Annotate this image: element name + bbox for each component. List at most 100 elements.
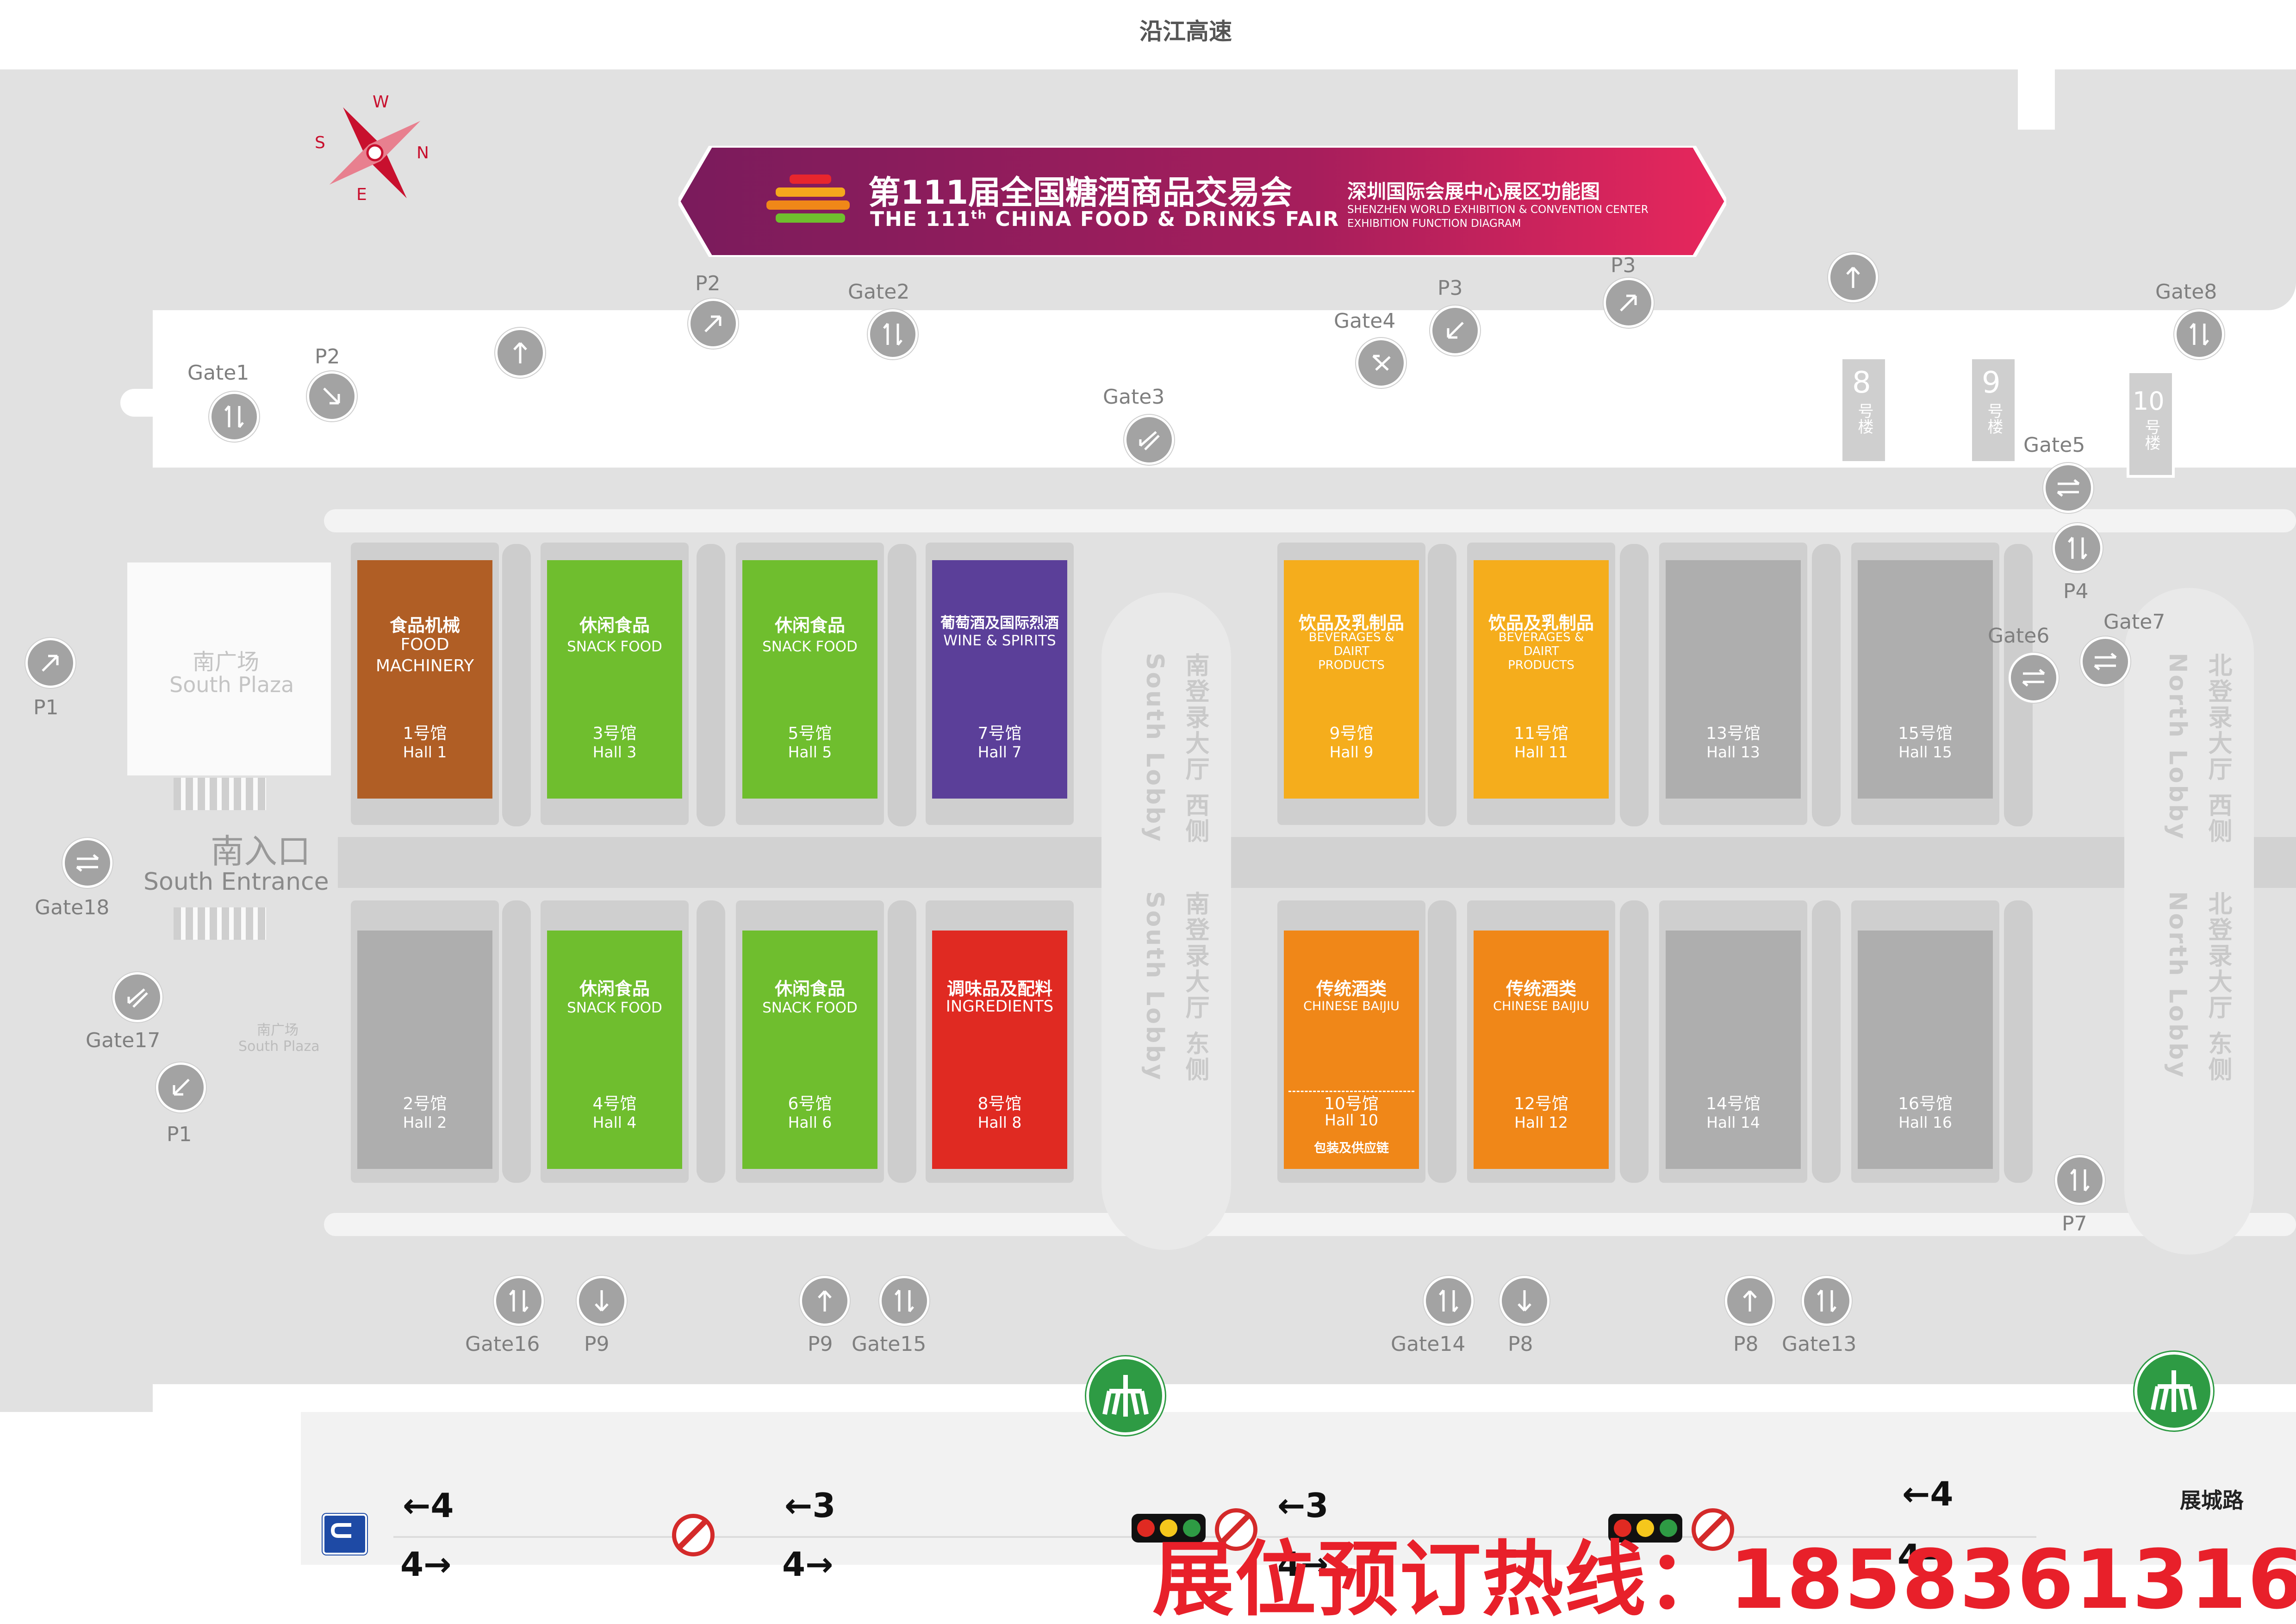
hall-1[interactable]: 食品机械 FOOD MACHINERY 1号馆 Hall 1	[357, 560, 492, 799]
marker-label: Gate17	[86, 1029, 161, 1052]
marker-label: P9	[584, 1332, 610, 1356]
marker-label: P2	[695, 272, 721, 295]
gate-7-marker[interactable]	[2080, 637, 2130, 687]
two-way-gate-icon	[2057, 479, 2080, 497]
p2-marker-right[interactable]	[688, 299, 738, 349]
p4-marker[interactable]	[2053, 523, 2103, 573]
hall-category-cn: 传统酒类	[1506, 979, 1576, 999]
hall-6[interactable]: 休闲食品 SNACK FOOD 6号馆 Hall 6	[742, 931, 877, 1169]
banner-venue-en-2: EXHIBITION FUNCTION DIAGRAM	[1347, 218, 1521, 230]
compass-e: E	[356, 185, 367, 204]
two-way-gate-icon	[2094, 653, 2117, 670]
hall-9[interactable]: 饮品及乳制品 BEVERAGES & DAIRT PRODUCTS 9号馆 Ha…	[1284, 560, 1419, 799]
hall-7[interactable]: 葡萄酒及国际烈酒 WINE & SPIRITS 7号馆 Hall 7	[932, 560, 1067, 799]
parking-arrow-icon	[1620, 294, 1637, 312]
two-way-gate-icon	[224, 405, 244, 428]
central-corridor	[338, 837, 2296, 888]
gate-4-marker[interactable]	[1356, 338, 1406, 388]
hall-14[interactable]: 14号馆 Hall 14	[1666, 931, 1801, 1169]
p3-marker-right[interactable]	[1604, 278, 1654, 328]
p1-marker-top[interactable]	[25, 638, 75, 688]
p2-marker-left[interactable]	[307, 371, 357, 421]
two-way-gate-icon	[1372, 355, 1391, 371]
up-arrow-marker[interactable]	[1828, 252, 1878, 302]
two-way-gate-icon	[883, 323, 902, 346]
no-u-turn-icon	[672, 1514, 715, 1556]
hall-category-en: SNACK FOOD	[762, 999, 858, 1016]
hall-number: 11号馆	[1514, 724, 1568, 743]
hall-8[interactable]: 调味品及配料 INGREDIENTS 8号馆 Hall 8	[932, 931, 1067, 1169]
hall-11[interactable]: 饮品及乳制品 BEVERAGES & DAIRT PRODUCTS 11号馆 H…	[1474, 560, 1609, 799]
metro-icon	[1102, 1375, 1149, 1417]
gate-16-marker[interactable]	[494, 1276, 544, 1326]
parking-arrow-icon	[42, 655, 59, 672]
gate-2-marker[interactable]	[868, 309, 918, 359]
hall-number: 2号馆	[403, 1094, 447, 1113]
two-way-gate-icon	[76, 854, 99, 872]
hall-category-cn: 休闲食品	[579, 615, 650, 636]
gate-13-marker[interactable]	[1802, 1276, 1852, 1326]
lane-arrow-westbound: ←3	[784, 1486, 836, 1525]
lane-count: 4	[1898, 1537, 1921, 1576]
south-plaza-small-en: South Plaza	[238, 1038, 320, 1055]
compass: N E S W	[305, 93, 444, 213]
p9-marker-right[interactable]	[800, 1276, 850, 1326]
north-lobby	[2124, 588, 2254, 1255]
hall-category-cn: 传统酒类	[1316, 979, 1387, 999]
gate-5-marker[interactable]	[2043, 463, 2093, 513]
fair-logo-icon	[766, 175, 850, 223]
hall-category-en: CHINESE BAIJIU	[1303, 999, 1400, 1013]
pillar	[1812, 900, 1841, 1183]
traffic-light-icon	[1132, 1514, 1206, 1543]
up-arrow-marker[interactable]	[495, 328, 545, 378]
hall-5[interactable]: 休闲食品 SNACK FOOD 5号馆 Hall 5	[742, 560, 877, 799]
hall-number-en: Hall 14	[1706, 1113, 1760, 1131]
hall-number-en: Hall 6	[788, 1113, 832, 1131]
metro-station-north[interactable]	[2134, 1352, 2213, 1430]
gate-1-marker[interactable]	[209, 392, 259, 442]
two-way-gate-icon	[2070, 1168, 2090, 1192]
gate-14-marker[interactable]	[1424, 1276, 1474, 1326]
p8-marker-left[interactable]	[1500, 1276, 1549, 1326]
parking-arrow-icon	[1447, 322, 1464, 339]
p8-marker-right[interactable]	[1725, 1276, 1775, 1326]
hall-13[interactable]: 13号馆 Hall 13	[1666, 560, 1801, 799]
hall-16[interactable]: 16号馆 Hall 16	[1858, 931, 1993, 1169]
north-lobby-east-cn: 北登录大厅 东侧	[2204, 891, 2232, 1083]
hall-10[interactable]: 传统酒类 CHINESE BAIJIU 10号馆 Hall 10 包装及供应链	[1284, 931, 1419, 1169]
hall-3[interactable]: 休闲食品 SNACK FOOD 3号馆 Hall 3	[547, 560, 682, 799]
hall-number-en: Hall 12	[1514, 1113, 1568, 1131]
hall-number-en: Hall 4	[592, 1113, 637, 1131]
building-10-label: 号楼	[2142, 419, 2160, 450]
p1-marker-bottom[interactable]	[156, 1062, 206, 1112]
marker-label: P1	[33, 696, 59, 719]
hall-category-cn: 饮品及乳制品	[1298, 613, 1404, 633]
gate-3-marker[interactable]	[1124, 415, 1174, 465]
p9-marker-left[interactable]	[577, 1276, 627, 1326]
hall-15[interactable]: 15号馆 Hall 15	[1858, 560, 1993, 799]
gate-17-marker[interactable]	[112, 972, 162, 1022]
hall-10-divider	[1288, 1091, 1414, 1092]
parking-arrow-icon	[818, 1290, 832, 1312]
gate-18-marker[interactable]	[62, 838, 112, 888]
gate-6-marker[interactable]	[2009, 653, 2059, 703]
hall-12[interactable]: 传统酒类 CHINESE BAIJIU 12号馆 Hall 12	[1474, 931, 1609, 1169]
hall-number: 16号馆	[1898, 1094, 1953, 1113]
hall-category-en: WINE & SPIRITS	[943, 632, 1056, 649]
lane-arrow-eastbound: 4→	[1277, 1545, 1329, 1584]
hall-10-note: 包装及供应链	[1314, 1141, 1389, 1156]
compass-icon	[329, 107, 421, 199]
hall-2[interactable]: 2号馆 Hall 2	[357, 931, 492, 1169]
highway-sign-icon	[323, 1514, 367, 1555]
hall-category-en: BEVERAGES & DAIRT PRODUCTS	[1308, 631, 1394, 672]
gate-15-marker[interactable]	[879, 1276, 929, 1326]
parking-arrow-icon	[173, 1079, 190, 1096]
gate-8-marker[interactable]	[2174, 309, 2224, 359]
hall-4[interactable]: 休闲食品 SNACK FOOD 4号馆 Hall 4	[547, 931, 682, 1169]
p7-marker[interactable]	[2055, 1155, 2105, 1205]
p3-marker-left[interactable]	[1430, 306, 1480, 356]
hall-category-en: SNACK FOOD	[567, 638, 662, 655]
metro-station-south[interactable]	[1086, 1356, 1165, 1435]
lane-count: 4	[400, 1545, 424, 1584]
parking-arrow-icon	[704, 315, 722, 332]
